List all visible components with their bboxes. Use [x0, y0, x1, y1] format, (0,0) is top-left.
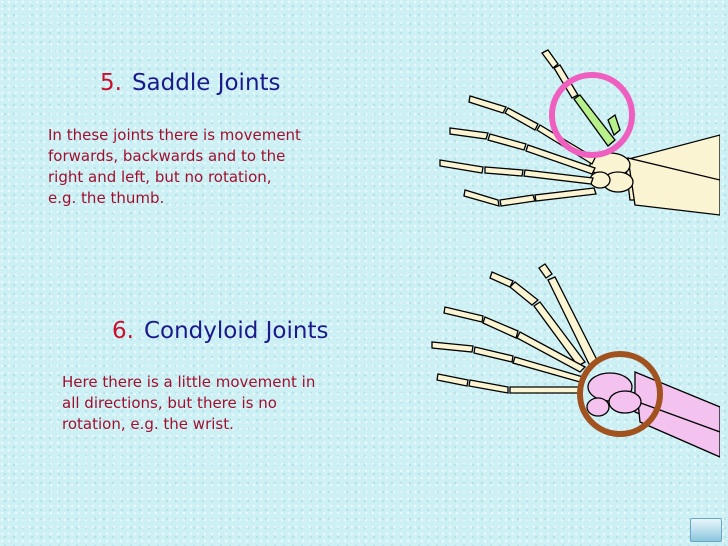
section-number: 5. — [100, 70, 122, 96]
wrist-highlight-ring-icon — [577, 351, 663, 437]
saddle-joints-heading: 5. Saddle Joints — [100, 70, 281, 96]
hand-skeleton-icon — [431, 263, 720, 458]
next-slide-icon[interactable] — [690, 518, 722, 542]
thumb-highlight-ring-icon — [549, 72, 635, 158]
saddle-joints-description: In these joints there is movement forwar… — [48, 126, 301, 207]
section-number: 6. — [112, 318, 134, 344]
section-title: Saddle Joints — [131, 70, 281, 96]
condyloid-joints-description: Here there is a little movement in all d… — [62, 373, 316, 433]
section-title: Condyloid Joints — [143, 318, 329, 344]
condyloid-joints-heading: 6. Condyloid Joints — [112, 318, 328, 344]
hand-skeleton-icon — [439, 49, 720, 216]
